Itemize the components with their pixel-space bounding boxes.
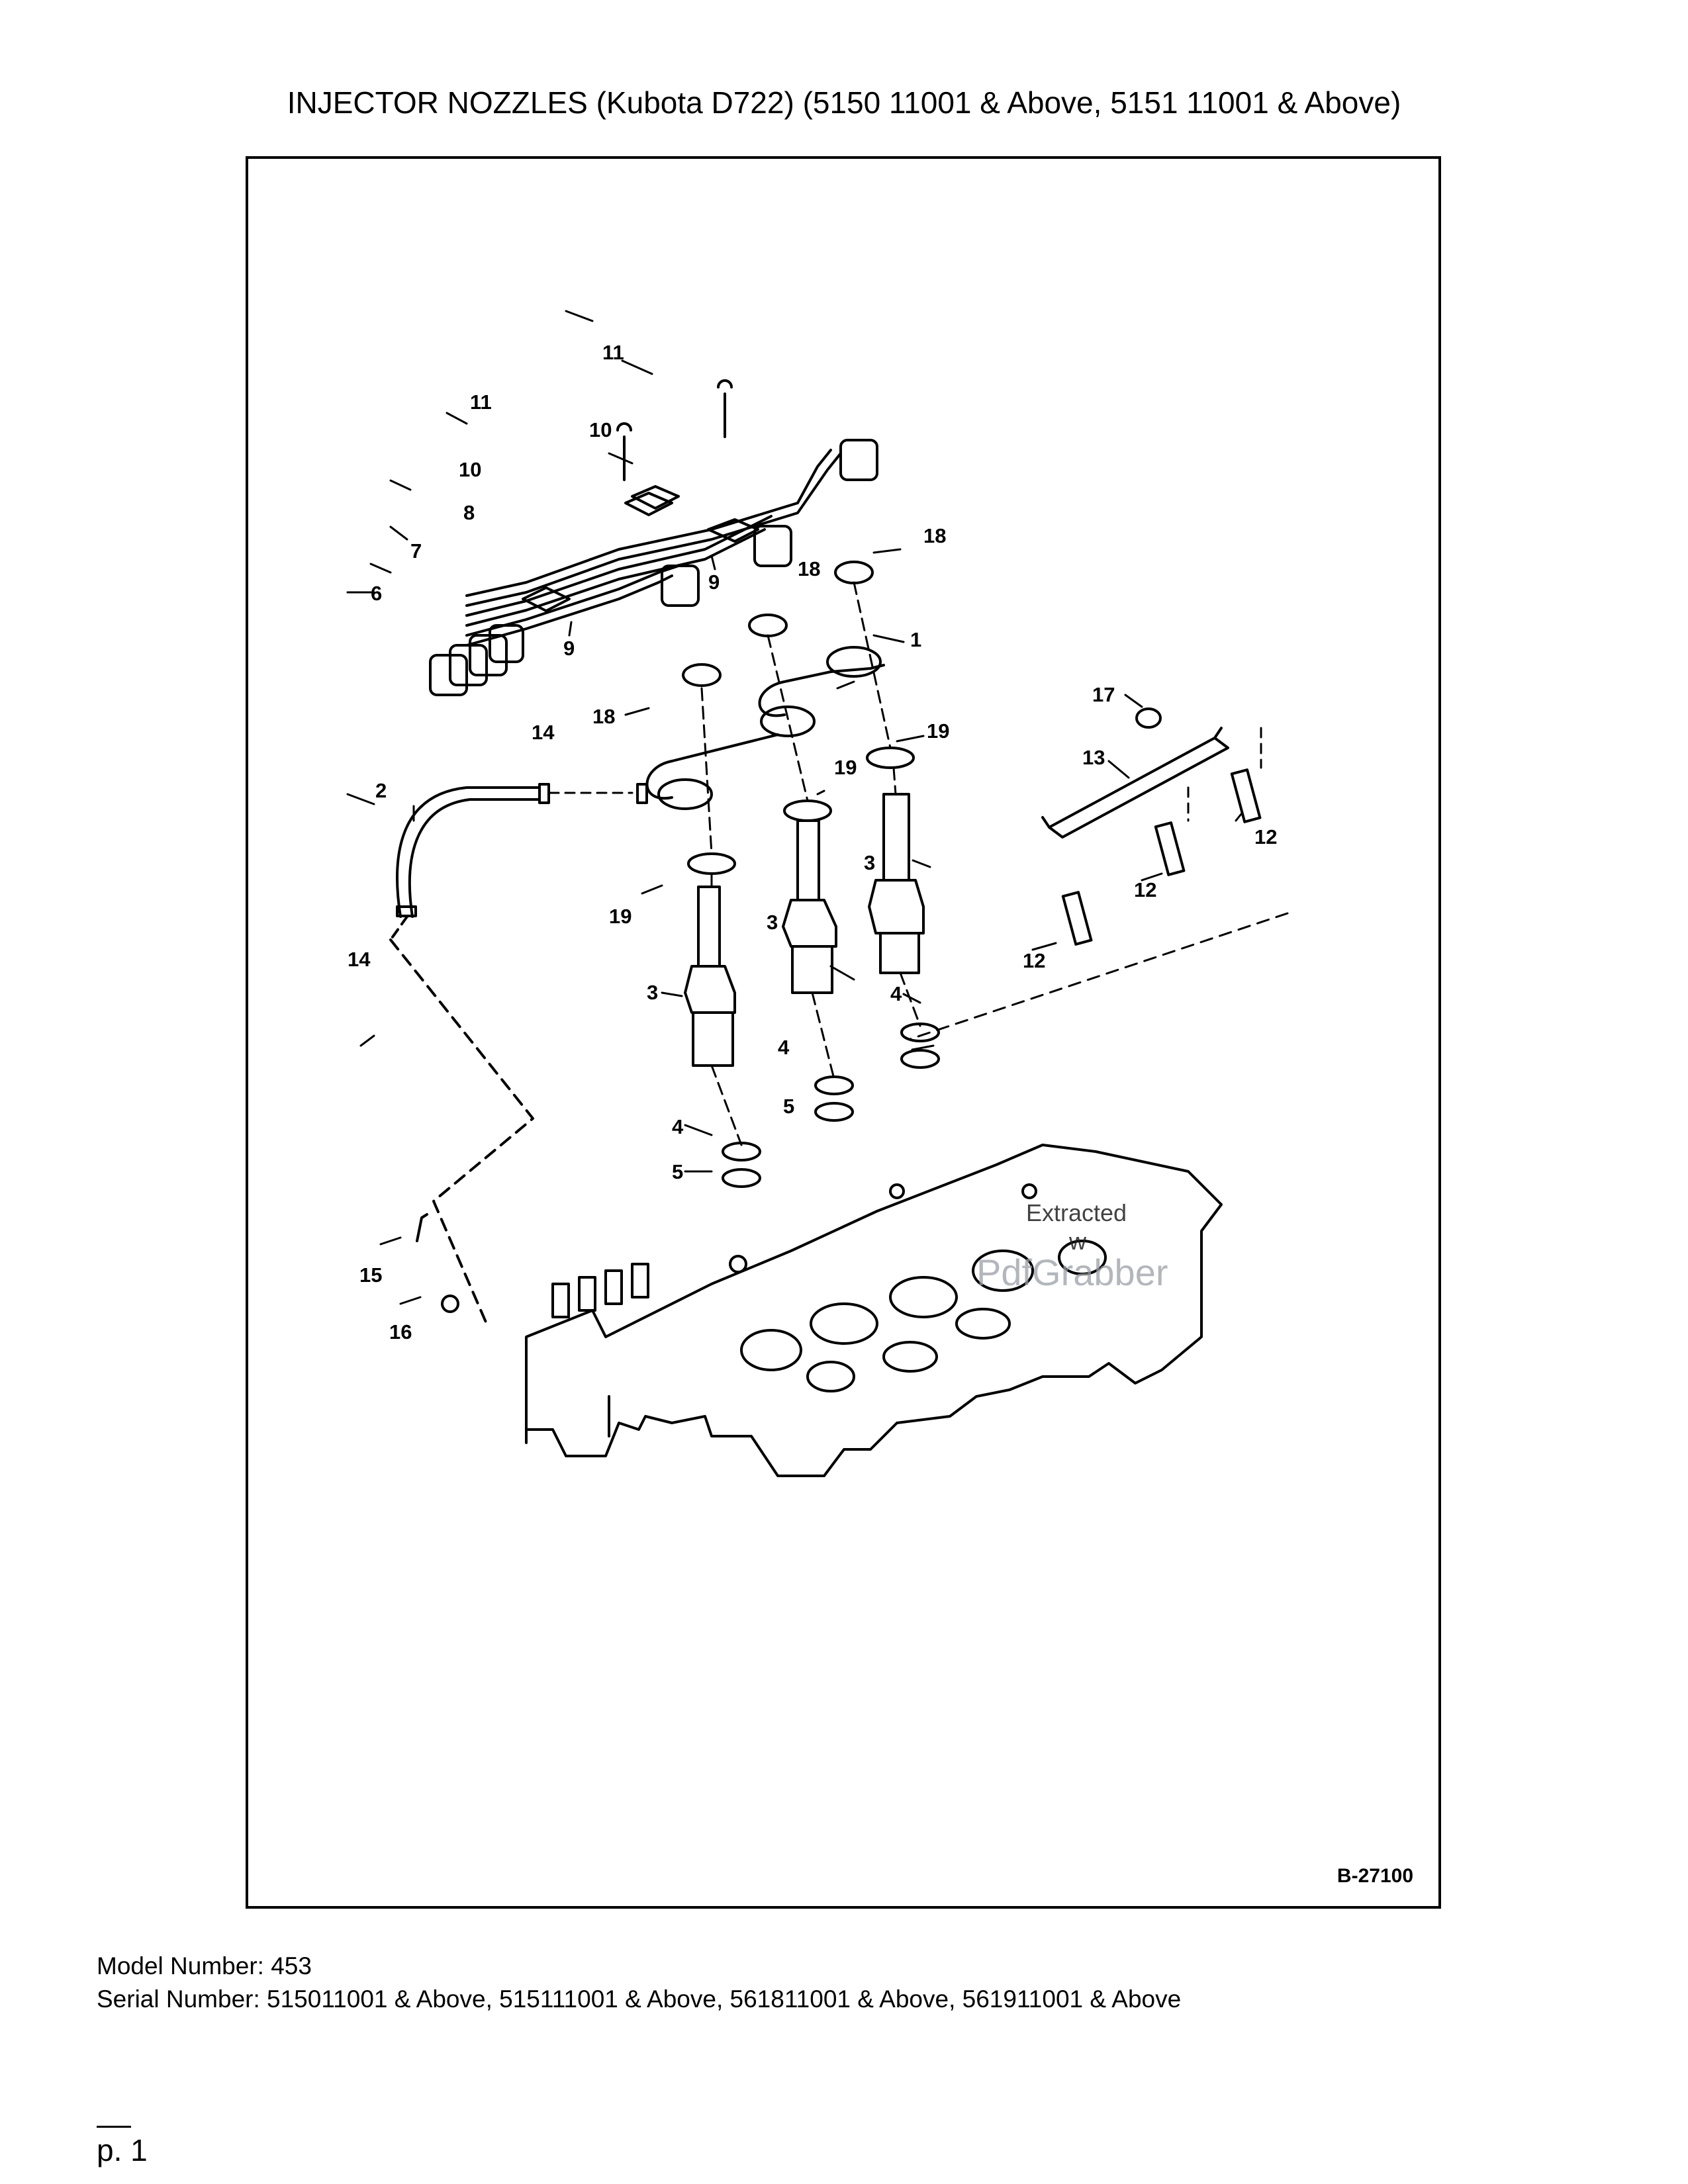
callout-4a: 4 bbox=[672, 1115, 684, 1138]
watermark-pdfgrabber: PdfGrabber bbox=[976, 1251, 1168, 1293]
serial-number: Serial Number: 515011001 & Above, 515111… bbox=[97, 1985, 1182, 2013]
callout-12b: 12 bbox=[1134, 878, 1156, 901]
callout-19a: 19 bbox=[927, 719, 949, 743]
callout-2: 2 bbox=[375, 779, 387, 802]
callout-6: 6 bbox=[371, 582, 382, 605]
callout-13: 13 bbox=[1082, 746, 1105, 769]
callout-3c: 3 bbox=[864, 851, 875, 874]
injector-nozzle-exploded-diagram: 1 2 3 3 3 4 4 4 5 5 6 7 8 9 9 10 10 11 1… bbox=[346, 310, 1289, 1477]
watermark-w: w bbox=[1069, 1228, 1086, 1255]
callout-5b: 5 bbox=[783, 1095, 794, 1118]
callout-12a: 12 bbox=[1254, 825, 1277, 848]
callout-7: 7 bbox=[410, 539, 422, 563]
callout-9b: 9 bbox=[563, 637, 575, 660]
pipe-clamps-and-bolts bbox=[522, 379, 759, 612]
injector-nozzles bbox=[682, 561, 940, 1188]
callout-15: 15 bbox=[359, 1263, 382, 1287]
callout-11b: 11 bbox=[470, 390, 492, 414]
hose-clips-and-fittings bbox=[396, 783, 648, 1313]
callout-14b: 14 bbox=[348, 948, 371, 971]
callout-18c: 18 bbox=[592, 705, 615, 728]
leader-lines bbox=[346, 310, 1243, 1305]
callout-9a: 9 bbox=[708, 570, 720, 594]
callout-10a: 10 bbox=[589, 418, 612, 441]
callout-8: 8 bbox=[463, 501, 475, 524]
callout-numbers: 1 2 3 3 3 4 4 4 5 5 6 7 8 9 9 10 10 11 1… bbox=[348, 341, 1277, 1343]
parts-diagram-frame: 1 2 3 3 3 4 4 4 5 5 6 7 8 9 9 10 10 11 1… bbox=[246, 156, 1441, 1909]
callout-3a: 3 bbox=[647, 981, 658, 1004]
callout-18b: 18 bbox=[798, 557, 820, 580]
model-number: Model Number: 453 bbox=[97, 1952, 312, 1979]
callout-5a: 5 bbox=[672, 1160, 683, 1183]
callout-17: 17 bbox=[1092, 683, 1115, 706]
callout-3b: 3 bbox=[767, 911, 778, 934]
watermark-extracted: Extracted bbox=[1026, 1199, 1127, 1226]
glow-plugs bbox=[909, 707, 1289, 1040]
page-number-rule bbox=[97, 2126, 131, 2128]
callout-18a: 18 bbox=[923, 524, 946, 547]
callout-14a: 14 bbox=[532, 721, 555, 744]
leak-off-pipe bbox=[389, 646, 885, 1325]
callout-16: 16 bbox=[389, 1320, 412, 1343]
callout-1: 1 bbox=[910, 628, 921, 651]
callout-19b: 19 bbox=[834, 756, 857, 779]
page-number: p. 1 bbox=[97, 2133, 148, 2167]
callout-12c: 12 bbox=[1023, 949, 1045, 972]
callout-11a: 11 bbox=[602, 341, 624, 364]
callout-4b: 4 bbox=[890, 982, 902, 1005]
callout-4c: 4 bbox=[778, 1036, 790, 1059]
injection-pipe-assembly bbox=[429, 439, 878, 696]
figure-id: B-27100 bbox=[1336, 1865, 1413, 1887]
callout-10b: 10 bbox=[459, 458, 481, 481]
page-title: INJECTOR NOZZLES (Kubota D722) (5150 110… bbox=[287, 85, 1401, 120]
cylinder-head bbox=[525, 1144, 1223, 1477]
callout-19c: 19 bbox=[609, 905, 632, 928]
